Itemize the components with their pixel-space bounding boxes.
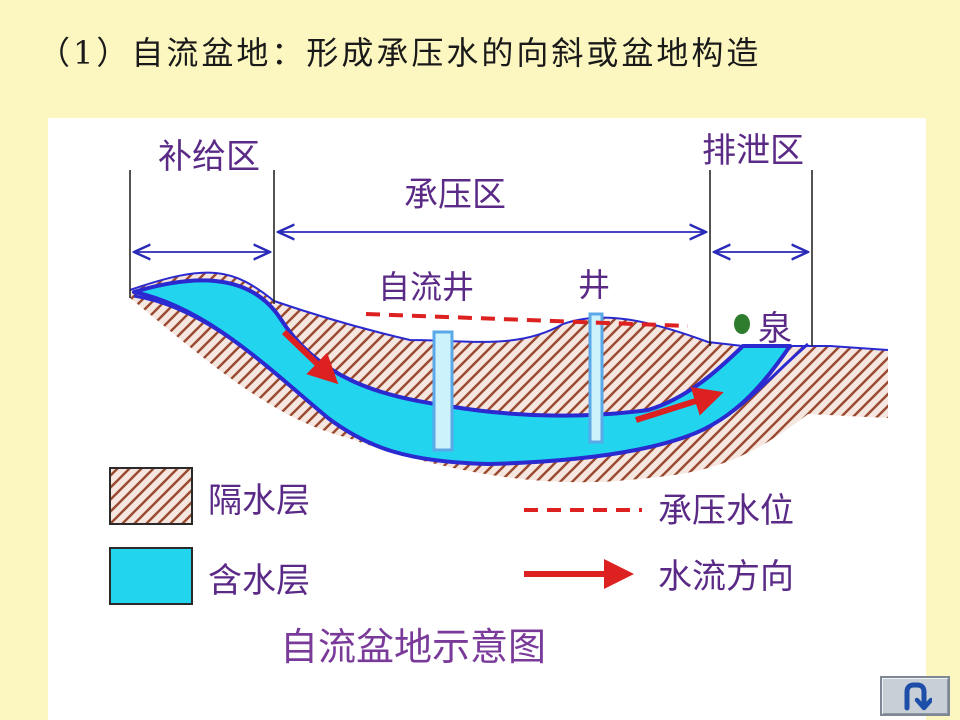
spring-label: 泉 — [758, 309, 792, 349]
discharge-zone-label: 排泄区 — [702, 131, 804, 171]
confined-zone-label: 承压区 — [404, 175, 506, 215]
legend-flow-direction-label: 水流方向 — [658, 557, 794, 597]
artesian-well-casing — [432, 330, 454, 452]
flow-arrow-left — [281, 329, 339, 385]
artesian-well-label: 自流井 — [378, 268, 474, 306]
well-casing — [588, 312, 604, 444]
slide-title: （1）自流盆地：形成承压水的向斜或盆地构造 — [38, 34, 762, 72]
legend-aquiclude-label: 隔水层 — [208, 481, 310, 521]
flow-arrow-right — [635, 386, 724, 423]
aquifer-bottom-boundary — [133, 294, 809, 466]
spring-dot-icon — [734, 314, 750, 334]
diagram-caption: 自流盆地示意图 — [280, 625, 546, 669]
legend-aquifer-label: 含水层 — [208, 561, 310, 601]
legend-aquiclude-swatch — [109, 467, 193, 525]
return-button[interactable] — [880, 676, 950, 716]
legend-pressure-level-label: 承压水位 — [658, 491, 794, 531]
ground-surface — [129, 271, 889, 351]
well-label: 井 — [578, 266, 610, 304]
artesian-basin-diagram: 补给区 承压区 排泄区 自流井 井 泉 隔水层 含水层 承压水位 水流方向 自流… — [109, 131, 889, 669]
pressure-water-level-line — [365, 312, 689, 328]
recharge-zone-label: 补给区 — [158, 137, 260, 177]
diagram-panel: 补给区 承压区 排泄区 自流井 井 泉 隔水层 含水层 承压水位 水流方向 自流… — [48, 118, 926, 720]
legend-aquifer-swatch — [109, 547, 193, 605]
u-turn-arrow-icon — [904, 682, 932, 711]
